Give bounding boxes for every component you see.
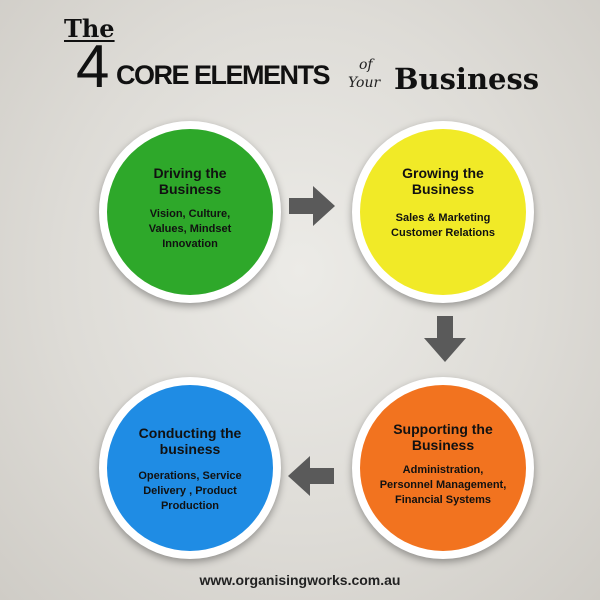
node-line: Operations, Service (138, 470, 242, 482)
node-supporting-the-business: Supporting the Business Administration, … (352, 377, 534, 559)
title-of: of (359, 57, 373, 73)
node-line: Delivery , Product (143, 485, 237, 497)
node-line: Innovation (162, 238, 218, 250)
title-core-elements: CORE ELEMENTS (116, 60, 331, 90)
node-heading: Driving the Business (153, 165, 227, 197)
node-driving-the-business: Driving the Business Vision, Culture, Va… (99, 121, 281, 303)
node-body: Operations, Service Delivery , Product P… (115, 469, 265, 514)
title-the: The (64, 14, 115, 43)
node-line: Customer Relations (391, 227, 495, 239)
node-line: Personnel Management, (379, 479, 507, 491)
node-line: Production (160, 500, 220, 512)
node-body: Vision, Culture, Values, Mindset Innovat… (125, 207, 255, 252)
node-conducting-the-business: Conducting the business Operations, Serv… (99, 377, 281, 559)
node-line: Vision, Culture, (149, 208, 231, 220)
node-growing-the-business: Growing the Business Sales & Marketing C… (352, 121, 534, 303)
title-number: 4 (76, 33, 110, 100)
node-heading: Conducting the business (138, 425, 242, 457)
node-heading: Supporting the Business (393, 421, 493, 453)
arrow-right-icon (289, 186, 335, 226)
node-body: Administration, Personnel Management, Fi… (363, 463, 523, 508)
footer-website: www.organisingworks.com.au (199, 572, 401, 588)
node-line: Financial Systems (395, 494, 491, 506)
node-line: Administration, (402, 464, 484, 476)
title-your: Your (348, 75, 381, 91)
arrow-down-icon (424, 316, 466, 362)
node-body: Sales & Marketing Customer Relations (373, 211, 513, 241)
arrow-left-icon (288, 456, 334, 496)
node-line: Sales & Marketing (395, 212, 491, 224)
node-heading: Growing the Business (402, 165, 484, 197)
title-business: Business (394, 62, 540, 96)
node-line: Values, Mindset (148, 223, 232, 235)
